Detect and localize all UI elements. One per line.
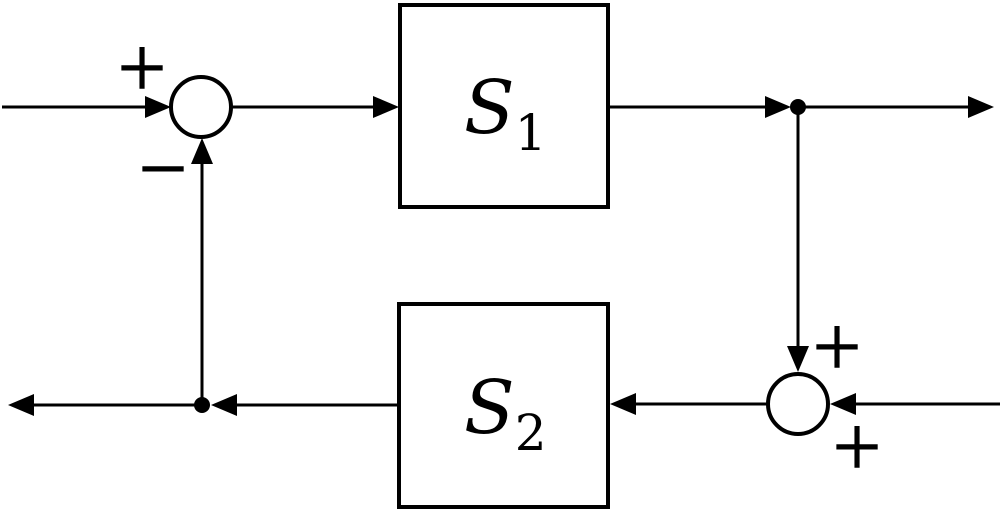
block-s2	[397, 302, 610, 509]
block-s2-subscript: 2	[515, 404, 547, 462]
arrowhead-right-input-into-sum2	[830, 393, 856, 415]
branch-dot-1	[790, 99, 806, 115]
block-s1-subscript: 1	[515, 104, 547, 162]
summing-junction-2	[766, 372, 830, 436]
arrowhead-into-branch-dot-2	[211, 394, 237, 416]
arrowhead-into-sum2	[787, 346, 809, 372]
block-s2-label: S2	[464, 365, 547, 462]
block-s1	[398, 3, 610, 209]
arrowhead-output-left	[8, 394, 34, 416]
arrowhead-output-right	[968, 96, 994, 118]
arrowhead-into-branch-dot-1	[765, 96, 791, 118]
branch-dot-2	[194, 397, 210, 413]
block-s2-letter: S	[464, 365, 515, 451]
sum2-plus-sign-top: +	[809, 307, 864, 384]
block-s1-letter: S	[464, 65, 515, 151]
block-s1-label: S1	[464, 65, 547, 162]
arrowhead-into-s2	[610, 393, 636, 415]
arrowhead-into-s1	[373, 96, 399, 118]
sum2-plus-sign-bottom: +	[829, 407, 884, 484]
sum1-minus-sign: −	[135, 129, 190, 206]
diagram-solids	[8, 96, 994, 416]
sum1-plus-sign: +	[114, 28, 169, 105]
diagram-labels: S1 S2 + − + +	[114, 28, 884, 484]
arrowhead-feedback-into-sum1	[191, 138, 213, 164]
arrowhead-into-sum1	[145, 96, 171, 118]
